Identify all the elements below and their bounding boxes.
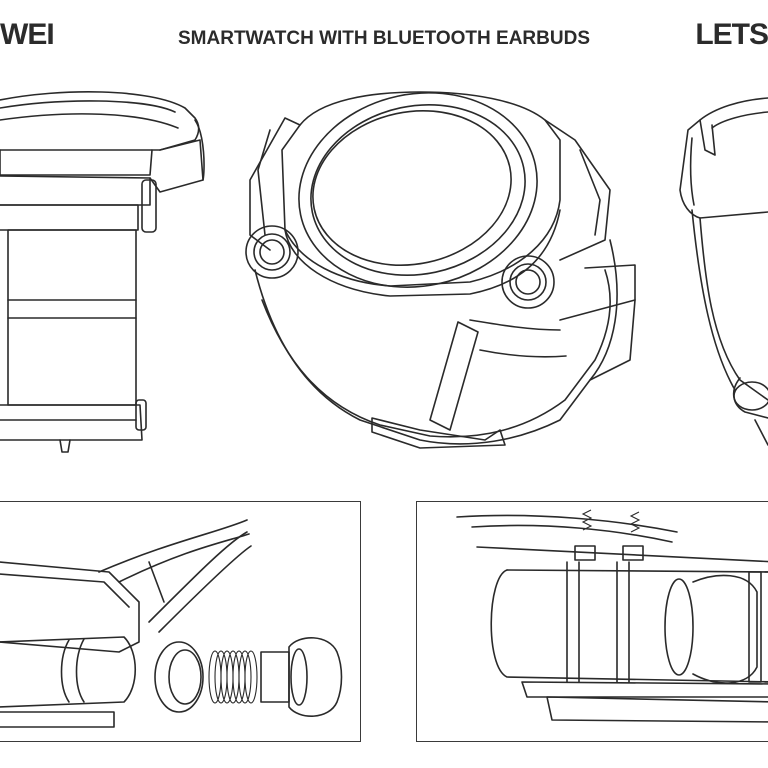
page-title: SMARTWATCH WITH BLUETOOTH EARBUDS (178, 28, 590, 49)
spring-top-right (622, 511, 644, 561)
figure-earbud-exploded-view (0, 501, 361, 742)
brand-left-label: WEI (0, 18, 55, 51)
spring-top-left (574, 509, 596, 561)
figure-side-view (0, 91, 205, 453)
figure-perspective-view (245, 91, 636, 449)
spring-coil (208, 650, 258, 704)
top-figures (0, 91, 768, 453)
brand-right-label: LETS (695, 18, 768, 51)
figure-rear-view (679, 97, 768, 446)
figure-earbud-bottom-view (416, 501, 768, 742)
